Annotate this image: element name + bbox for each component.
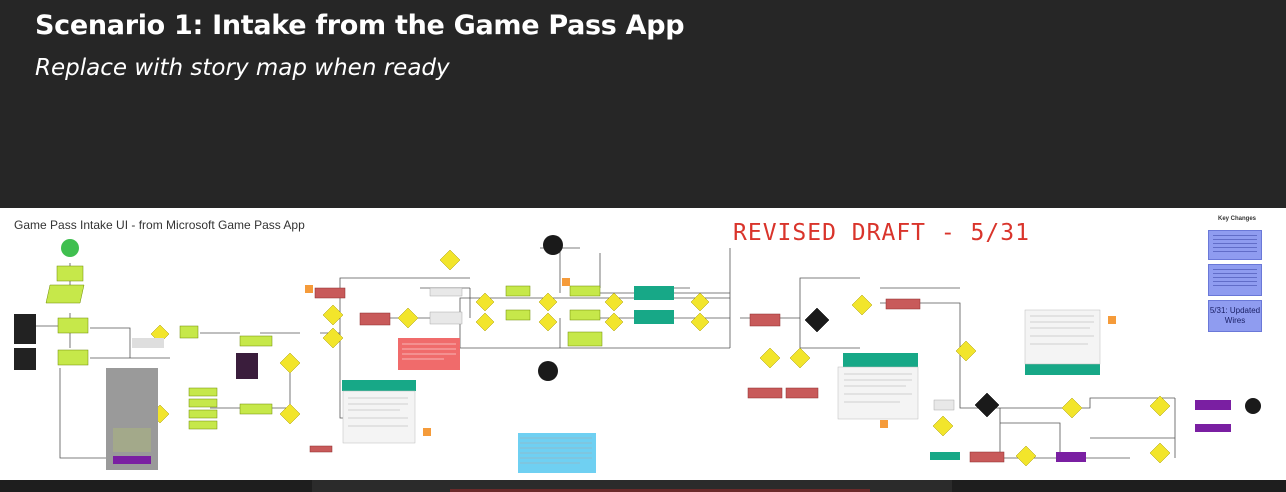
key-change-note — [1208, 264, 1262, 296]
process-boxes — [45, 265, 603, 430]
bottom-caption-strip — [450, 489, 870, 492]
key-change-updated-wires: 5/31: Updated Wires — [1208, 300, 1262, 332]
terminal-nodes — [61, 235, 1261, 414]
decision-diamonds — [119, 249, 1171, 467]
slide-title: Scenario 1: Intake from the Game Pass Ap… — [35, 10, 685, 41]
flow-diagram-board: Game Pass Intake UI - from Microsoft Gam… — [0, 208, 1286, 480]
purple-output-boxes — [1056, 400, 1231, 462]
flow-diagram — [14, 235, 1261, 473]
key-changes-heading: Key Changes — [1218, 216, 1257, 222]
sticky-notes — [305, 278, 1116, 473]
key-change-note — [1208, 230, 1262, 260]
wireframe-screens — [14, 287, 1101, 444]
text-placeholders — [348, 315, 1094, 464]
error-boxes — [112, 287, 1005, 463]
bottom-bar — [0, 480, 1286, 492]
legend-panel — [106, 368, 158, 470]
slide-subtitle: Replace with story map when ready — [35, 55, 450, 81]
revised-draft-stamp: REVISED DRAFT - 5/31 — [733, 220, 1030, 246]
slide-header: Scenario 1: Intake from the Game Pass Ap… — [0, 0, 1286, 208]
board-title: Game Pass Intake UI - from Microsoft Gam… — [14, 218, 305, 232]
screen-headers — [342, 286, 1100, 460]
